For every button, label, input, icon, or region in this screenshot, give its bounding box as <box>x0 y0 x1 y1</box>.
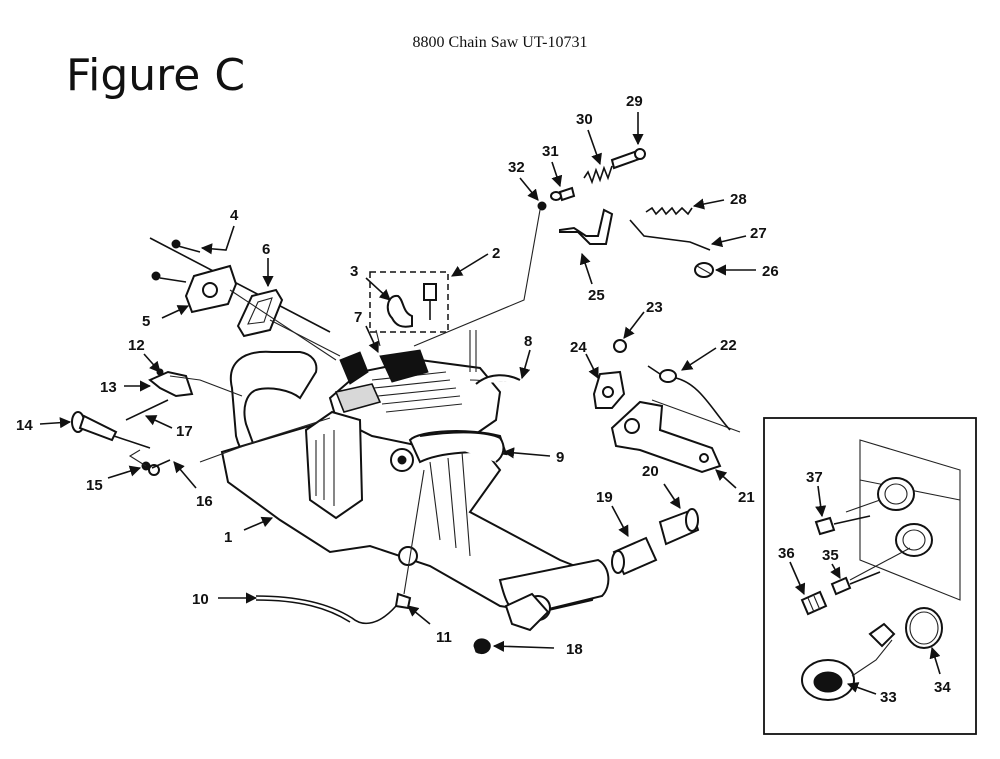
hose-part-9 <box>419 431 505 463</box>
callout-15: 15 <box>86 477 103 494</box>
document-title: 8800 Chain Saw UT-10731 <box>412 34 588 51</box>
spring-part-28 <box>645 206 693 216</box>
fuel-line-part-10 <box>255 595 397 625</box>
inset-detail-panel <box>763 417 977 735</box>
cap-part-37 <box>814 515 871 536</box>
dashed-detail-box <box>369 271 449 347</box>
cable-part-8 <box>475 374 521 385</box>
callout-21: 21 <box>738 489 755 506</box>
nut-part-15 <box>141 459 171 476</box>
callout-31: 31 <box>542 143 559 160</box>
callout-22: 22 <box>720 337 737 354</box>
switch-part-22 <box>647 365 731 431</box>
callout-2: 2 <box>492 245 500 262</box>
fitting-part-11 <box>394 592 412 610</box>
callout-28: 28 <box>730 191 747 208</box>
bushing-part-31 <box>550 186 576 202</box>
callout-12: 12 <box>128 337 145 354</box>
figure-label: Figure C <box>66 50 246 101</box>
callout-4: 4 <box>230 207 239 224</box>
callout-9: 9 <box>556 449 564 466</box>
gasket-part-6 <box>236 288 284 338</box>
callout-11: 11 <box>436 629 452 646</box>
callout-16: 16 <box>196 493 213 510</box>
callout-37: 37 <box>806 469 823 486</box>
callout-24: 24 <box>570 339 587 356</box>
callout-5: 5 <box>142 313 150 330</box>
bracket-part-21 <box>610 399 741 474</box>
callout-17: 17 <box>176 423 193 440</box>
callout-14: 14 <box>16 417 33 434</box>
sleeve-part-19 <box>611 536 658 576</box>
gasket-ring-part-34 <box>905 607 943 649</box>
screws-part-4 <box>149 237 331 333</box>
fuel-cap-part-33 <box>801 622 896 701</box>
callout-25: 25 <box>588 287 605 304</box>
callout-19: 19 <box>596 489 613 506</box>
callout-1: 1 <box>224 529 232 546</box>
callout-labels: 1 2 3 4 5 6 7 8 9 10 11 12 13 14 15 16 1… <box>16 93 951 706</box>
callout-33: 33 <box>880 689 897 706</box>
callout-20: 20 <box>642 463 659 480</box>
nut-part-32 <box>537 201 547 211</box>
callout-10: 10 <box>192 591 209 608</box>
callout-35: 35 <box>822 547 839 564</box>
spring-part-35 <box>830 571 881 596</box>
grommet-part-26 <box>694 262 714 278</box>
rod-part-17 <box>125 399 169 421</box>
washer-part-23 <box>613 339 627 353</box>
knob-part-14 <box>71 411 151 449</box>
flange-plate-hole <box>202 282 218 298</box>
spring-part-30 <box>583 165 613 185</box>
main-housing-drawing <box>199 330 610 621</box>
callout-3: 3 <box>350 263 358 280</box>
callout-32: 32 <box>508 159 525 176</box>
callout-36: 36 <box>778 545 795 562</box>
plate-part-24 <box>592 370 626 409</box>
callout-29: 29 <box>626 93 643 110</box>
callout-6: 6 <box>262 241 270 258</box>
callout-30: 30 <box>576 111 593 128</box>
lever-part-25 <box>559 208 614 245</box>
callout-34: 34 <box>934 679 951 696</box>
mount-part-18 <box>473 638 491 655</box>
filter-part-36 <box>800 590 828 616</box>
callout-7: 7 <box>354 309 362 326</box>
screw-part-29 <box>610 148 646 170</box>
callout-13: 13 <box>100 379 117 396</box>
callout-leaders <box>39 112 941 695</box>
callout-23: 23 <box>646 299 663 316</box>
callout-18: 18 <box>566 641 583 658</box>
rod-part-27 <box>629 219 711 251</box>
callout-26: 26 <box>762 263 779 280</box>
callout-8: 8 <box>524 333 532 350</box>
sleeve-part-20 <box>658 508 700 546</box>
callout-27: 27 <box>750 225 767 242</box>
